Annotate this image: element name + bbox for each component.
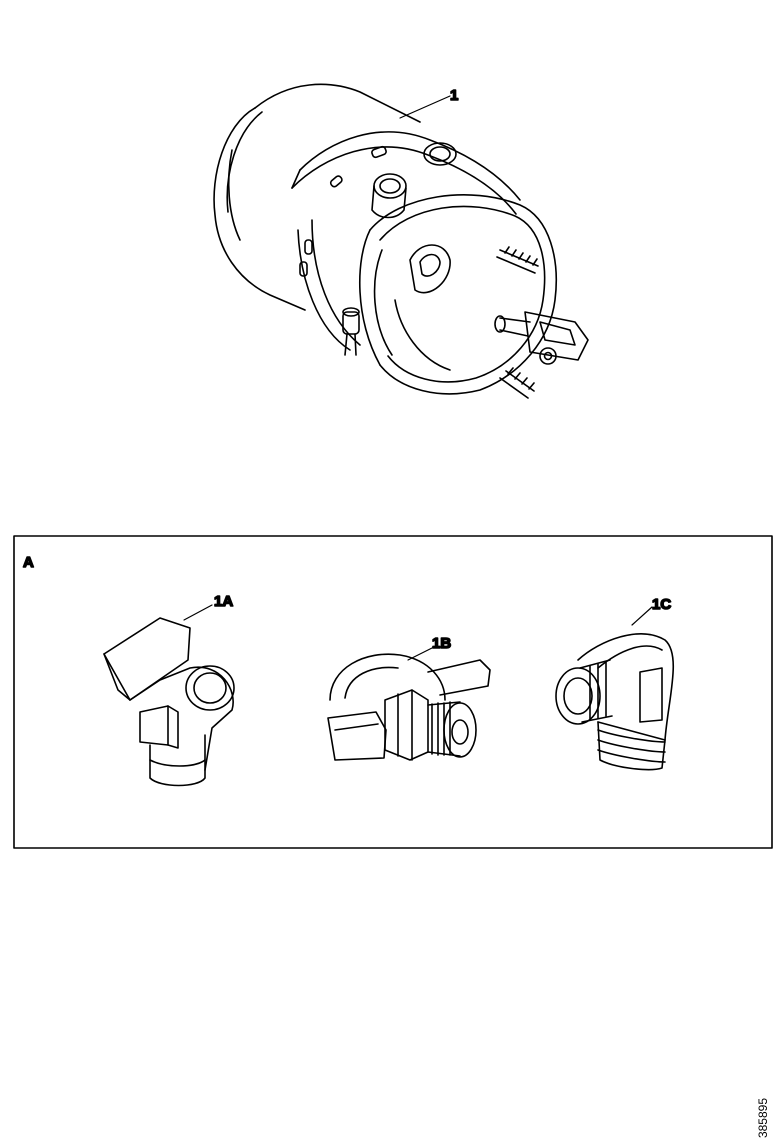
fitting-1b-illustration (327, 645, 491, 761)
fitting-1a-illustration (103, 604, 235, 787)
drawing-reference-number: 385895 (756, 1098, 770, 1138)
callout-1-label: 1 (450, 87, 458, 104)
inset-frame (13, 535, 773, 849)
brake-chamber-illustration (213, 83, 589, 399)
fitting-1c-illustration (555, 606, 675, 771)
inset-label: A (23, 554, 34, 571)
exploded-diagram: 1 A 1A (13, 83, 773, 849)
callout-1c-label: 1C (652, 596, 671, 613)
callout-1a-label: 1A (214, 593, 233, 610)
callout-1b-label: 1B (432, 635, 451, 652)
